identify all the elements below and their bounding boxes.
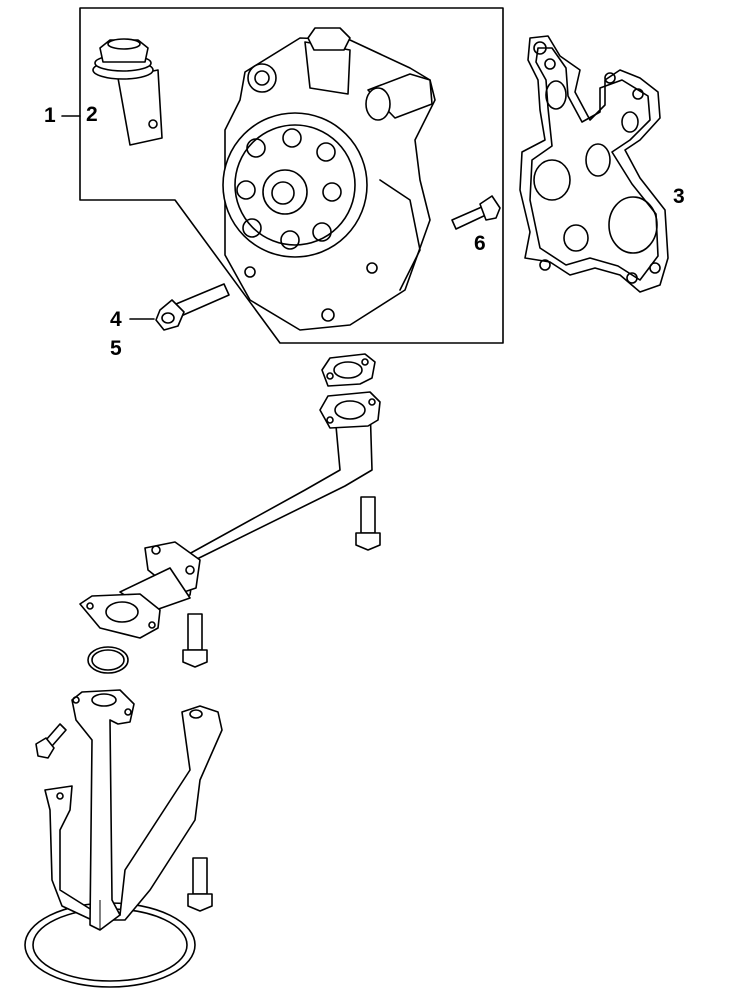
callout-2: 2 (86, 103, 98, 126)
callout-5: 5 (110, 337, 122, 360)
oil-strainer (24, 689, 223, 988)
strainer-plug (92, 38, 163, 146)
gasket (519, 35, 669, 293)
bolt-pipe-lower (182, 613, 208, 668)
bolt-4-5 (155, 283, 230, 331)
callout-4: 4 (110, 308, 122, 331)
bolt-pipe-upper (355, 496, 381, 551)
callout-6: 6 (474, 232, 486, 255)
oil-pump-body (222, 27, 436, 331)
o-ring (87, 646, 129, 674)
oil-pipe (79, 391, 381, 639)
bolt-6 (451, 195, 501, 230)
callout-1: 1 (44, 104, 56, 127)
callout-3: 3 (673, 185, 685, 208)
bolt-strainer-lower (187, 857, 213, 912)
bolt-strainer-left (35, 723, 67, 759)
flange-gasket-upper (321, 353, 376, 387)
assembly-frame (79, 7, 504, 344)
